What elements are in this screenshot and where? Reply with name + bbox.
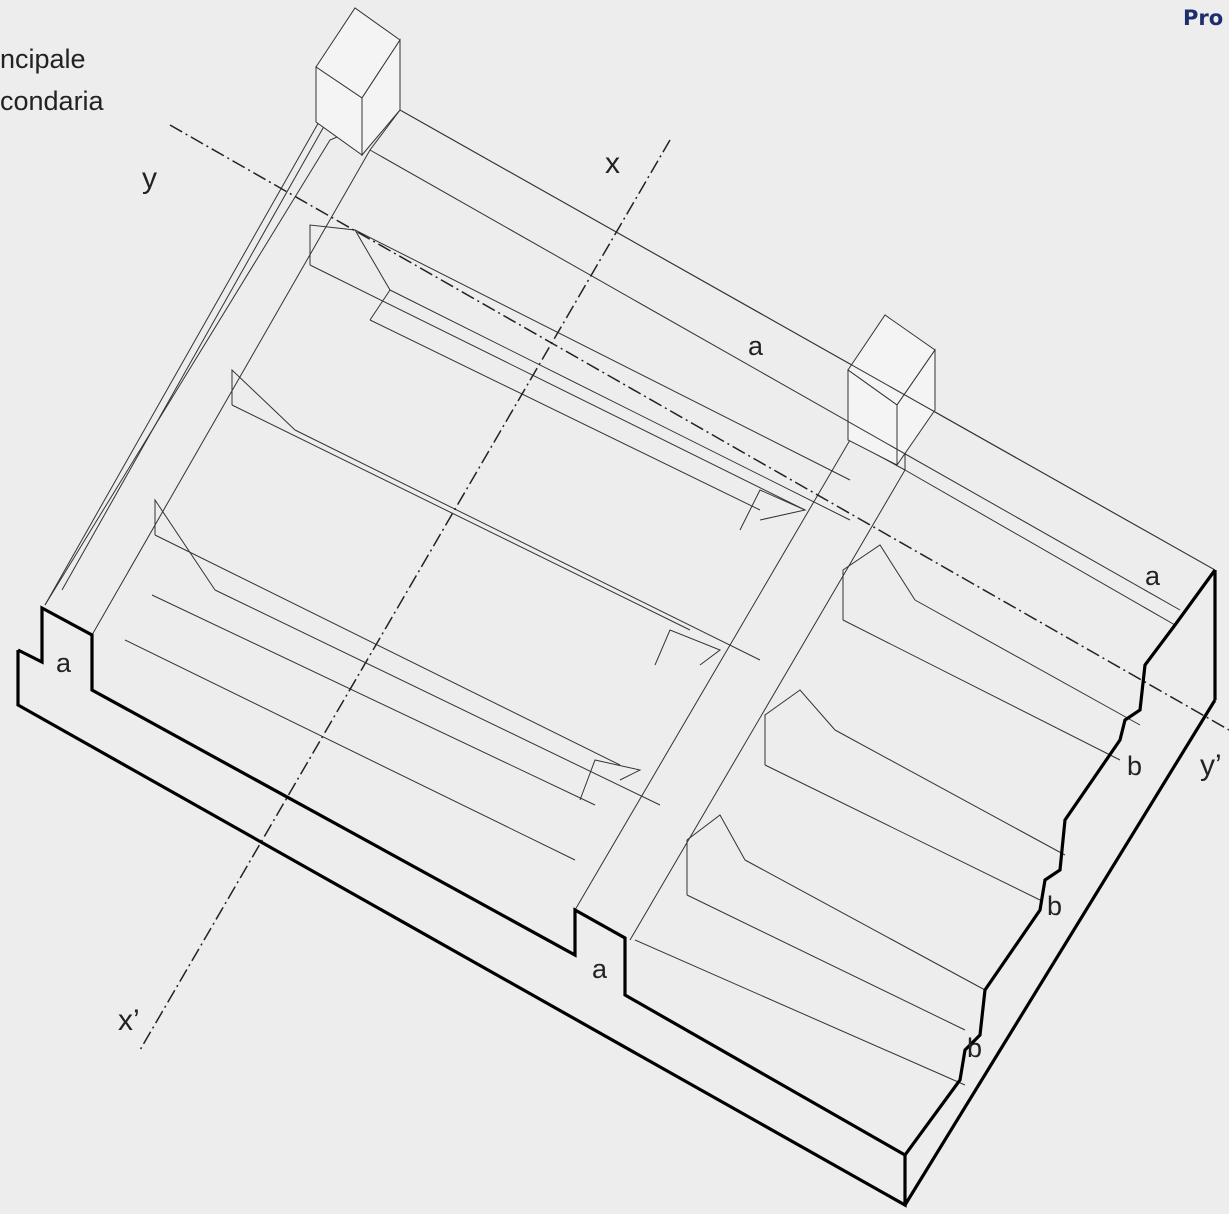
- label-b-1: b: [1127, 751, 1142, 781]
- secondary-ribs: [124, 109, 1216, 1086]
- primary-beams: [44, 109, 906, 941]
- axis-label-y-top: y: [142, 162, 157, 195]
- corner-title: Pro: [1183, 6, 1224, 30]
- label-a-mid: a: [592, 954, 608, 984]
- section-outline: [16, 569, 1217, 1208]
- legend-line-principale: ncipale: [0, 44, 86, 74]
- axis-label-x-top: x: [605, 147, 620, 180]
- axis-y: [169, 124, 1229, 731]
- legend-line-secondaria: condaria: [0, 86, 104, 116]
- rib-haunches: [154, 224, 916, 895]
- label-b-2: b: [1047, 891, 1062, 921]
- axis-label-y-bottom: y’: [1200, 749, 1222, 782]
- label-a-right: a: [1145, 561, 1161, 591]
- axis-x: [139, 139, 671, 1051]
- pillar-right: [847, 314, 936, 467]
- pillar-left: [315, 7, 401, 157]
- label-a-left: a: [56, 648, 72, 678]
- floor-edges: [44, 97, 1216, 606]
- label-b-3: b: [967, 1033, 982, 1063]
- label-a-top: a: [748, 331, 764, 361]
- axis-label-x-bottom: x’: [118, 1004, 140, 1037]
